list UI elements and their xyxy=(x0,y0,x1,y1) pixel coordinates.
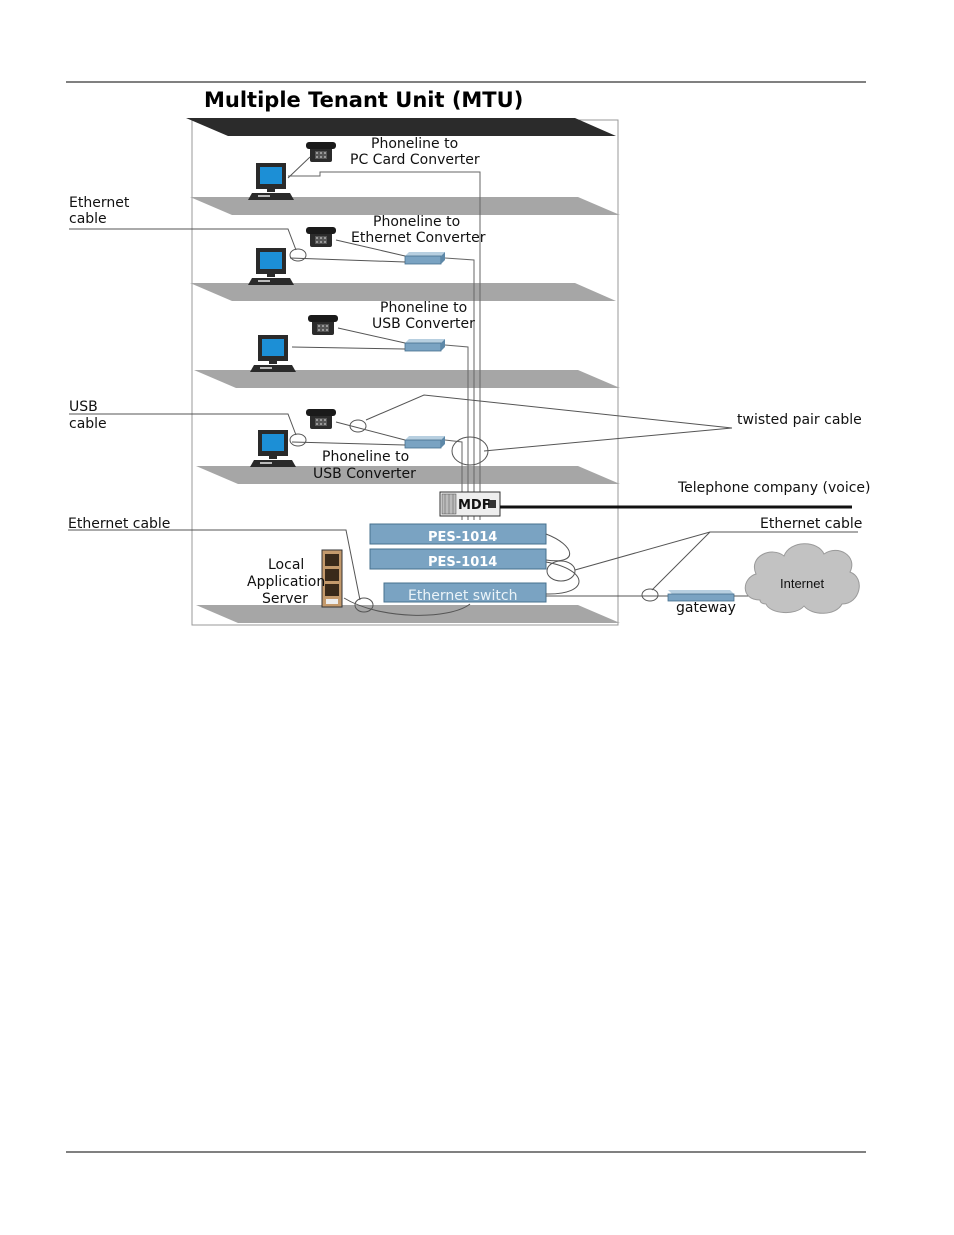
ethernet-cable-leader xyxy=(68,529,361,601)
converter-label: PC Card Converter xyxy=(350,152,480,168)
riser-cables xyxy=(288,171,481,520)
floor-slab-3 xyxy=(194,370,620,388)
converter-label: USB Converter xyxy=(372,316,475,332)
ethernet-cable-callout: Ethernet cable xyxy=(68,516,170,532)
computer-icon xyxy=(248,163,294,200)
usb-cable-leader xyxy=(69,413,297,436)
gateway-label: gateway xyxy=(676,600,736,616)
internet-cloud-icon: Internet xyxy=(744,543,860,614)
usb-cable-callout: cable xyxy=(69,416,107,432)
gateway-icon xyxy=(667,590,735,602)
roof xyxy=(186,118,616,136)
mdf-label: MDF xyxy=(458,498,491,513)
ethernet-switch: Ethernet switch xyxy=(383,582,547,604)
server-label: Server xyxy=(262,591,308,607)
ethernet-cable-leader xyxy=(69,228,297,251)
floor-2: Phoneline to Ethernet Converter xyxy=(248,214,486,285)
ethernet-switch-label: Ethernet switch xyxy=(408,588,517,604)
floor-slab-5 xyxy=(196,605,620,623)
telephone-company-callout: Telephone company (voice) xyxy=(677,480,871,496)
telephone-icon xyxy=(306,142,336,162)
twisted-pair-leaders xyxy=(365,394,733,452)
floor-4: Phoneline to USB Converter xyxy=(250,409,446,482)
floor-3: Phoneline to USB Converter xyxy=(250,300,475,372)
converter-icon xyxy=(404,338,446,352)
internet-label: Internet xyxy=(780,576,824,591)
pes-1014-switch: PES-1014 xyxy=(369,548,547,570)
usb-cable-callout: USB xyxy=(69,399,98,415)
telephone-icon xyxy=(308,315,338,335)
converter-label: Phoneline to xyxy=(371,136,458,152)
server-icon xyxy=(321,549,343,608)
pes-1014-label: PES-1014 xyxy=(428,555,497,570)
switch-cables xyxy=(343,533,668,616)
mdf-panel: MDF xyxy=(439,491,501,517)
riser-bundle-circle xyxy=(451,436,489,466)
computer-icon xyxy=(250,430,296,467)
converter-icon xyxy=(404,251,446,265)
ethernet-cable-callout: cable xyxy=(69,211,107,227)
computer-icon xyxy=(248,248,294,285)
pes-1014-switch: PES-1014 xyxy=(369,523,547,545)
ethernet-cable-circle xyxy=(641,588,659,602)
server-label: Local xyxy=(268,557,304,573)
ethernet-cable-callout: Ethernet xyxy=(69,195,130,211)
server-label: Application xyxy=(247,574,325,590)
pes-1014-label: PES-1014 xyxy=(428,530,497,545)
twisted-pair-callout: twisted pair cable xyxy=(737,412,862,428)
converter-label: Phoneline to xyxy=(373,214,460,230)
telephone-icon xyxy=(306,227,336,247)
floor-1: Phoneline to PC Card Converter xyxy=(248,136,480,200)
floor-slab-4 xyxy=(196,466,620,484)
computer-icon xyxy=(250,335,296,372)
diagram-title: Multiple Tenant Unit (MTU) xyxy=(204,88,523,112)
telephone-icon xyxy=(306,409,336,429)
ethernet-cable-leaders xyxy=(574,531,858,591)
converter-label: Ethernet Converter xyxy=(351,230,486,246)
ethernet-cable-callout: Ethernet cable xyxy=(760,516,862,532)
floor-slab-1 xyxy=(190,197,620,215)
converter-icon xyxy=(404,435,446,449)
converter-label: Phoneline to xyxy=(380,300,467,316)
converter-label: USB Converter xyxy=(313,466,416,482)
floor-slab-2 xyxy=(190,283,616,301)
converter-label: Phoneline to xyxy=(322,449,409,465)
